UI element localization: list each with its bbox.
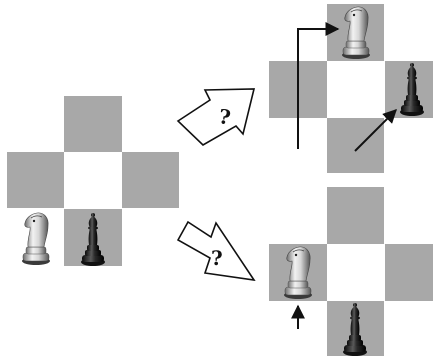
hollow-arrow-icon <box>176 88 256 146</box>
transition-arrow-bottom: ? <box>176 220 256 282</box>
outcome-board-top <box>269 4 433 173</box>
board-square <box>64 96 122 152</box>
knight-icon <box>21 212 51 266</box>
question-mark-top: ? <box>217 104 232 129</box>
board-square <box>385 244 433 301</box>
transition-arrow-top: ? <box>176 88 256 146</box>
outcome-board-bottom <box>269 187 433 356</box>
board-square <box>327 118 384 173</box>
hollow-arrow-icon <box>176 220 256 282</box>
bishop-move-arrow <box>354 109 397 152</box>
board-square <box>122 152 179 208</box>
source-board <box>7 96 179 266</box>
question-mark-bottom: ? <box>211 246 223 270</box>
board-square <box>327 187 384 244</box>
knight-move-arrow <box>297 22 340 149</box>
board-square <box>7 152 64 208</box>
